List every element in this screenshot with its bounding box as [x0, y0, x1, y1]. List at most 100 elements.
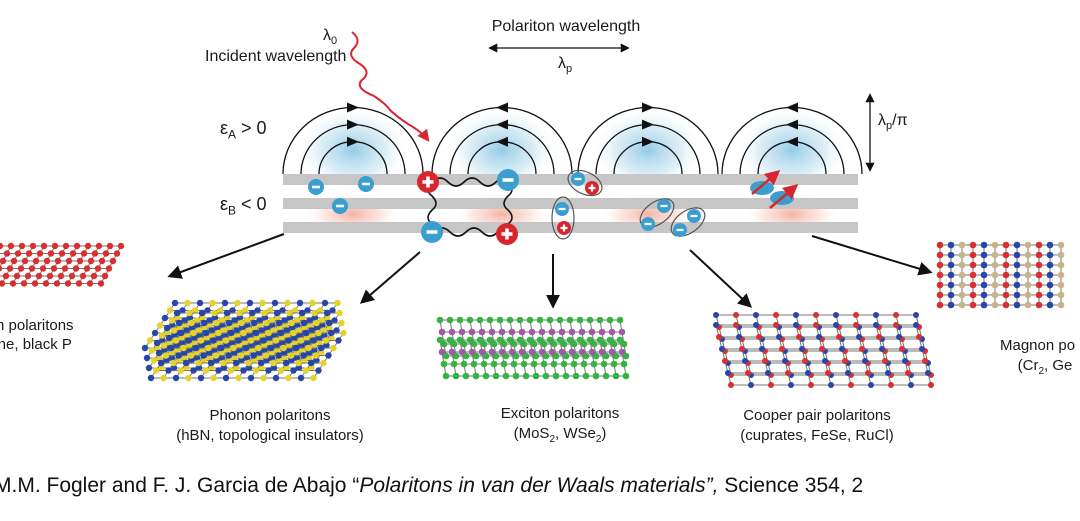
atom	[896, 334, 902, 340]
atom	[1024, 241, 1032, 249]
atom	[936, 291, 944, 299]
atom	[448, 348, 456, 356]
atom	[773, 322, 779, 328]
atom	[600, 340, 608, 348]
atom	[286, 309, 293, 317]
atom	[228, 339, 236, 347]
atom	[885, 370, 891, 376]
atom	[145, 364, 153, 372]
atom	[991, 241, 999, 249]
atom	[991, 291, 999, 299]
atom	[252, 367, 260, 374]
atom	[313, 357, 320, 364]
atom	[186, 314, 194, 322]
atom	[296, 299, 304, 307]
magnon-lattice	[936, 241, 1065, 309]
atom	[488, 348, 496, 356]
atom	[227, 367, 235, 374]
plus-charge	[417, 171, 439, 193]
atom	[220, 327, 228, 334]
atom	[213, 357, 220, 364]
polariton-wavelength-label: Polariton wavelength	[491, 18, 641, 35]
atom	[113, 250, 121, 257]
atom	[338, 319, 345, 327]
atom	[292, 344, 300, 352]
atom	[486, 316, 494, 324]
atom	[488, 328, 496, 336]
atom	[756, 334, 762, 340]
atom	[315, 334, 323, 342]
atom	[166, 307, 174, 314]
atom	[287, 352, 295, 359]
mos2-lattice	[436, 316, 630, 380]
exciton-caption: Exciton polaritons (MoS2, WSe2)	[500, 405, 620, 445]
atom	[540, 340, 548, 348]
atom	[215, 334, 223, 342]
atom	[808, 382, 814, 388]
atom	[460, 360, 468, 368]
atom	[232, 359, 240, 367]
atom	[302, 367, 310, 374]
atom	[320, 359, 327, 367]
atom	[1035, 291, 1043, 299]
atom	[922, 358, 928, 364]
atom	[307, 359, 315, 367]
atom	[546, 316, 554, 324]
atom	[991, 281, 999, 289]
atom	[888, 382, 894, 388]
atom	[969, 291, 977, 299]
atom	[1046, 281, 1054, 289]
lambda-p-label: λp	[558, 55, 573, 76]
atom	[221, 299, 229, 307]
citation-journal: Science 354, 2	[718, 474, 864, 497]
atom	[167, 344, 175, 352]
magnon-caption: Magnon po (Cr2, Ge	[1000, 337, 1076, 377]
atom	[202, 329, 210, 337]
citation: M.M. Fogler and F. J. Garcia de Abajo “P…	[0, 474, 863, 498]
atom	[165, 334, 173, 342]
atom	[1057, 281, 1065, 289]
atom	[779, 346, 785, 352]
atom	[1035, 241, 1043, 249]
atom	[254, 307, 261, 314]
atom	[24, 272, 32, 280]
atom	[231, 322, 239, 329]
atom	[68, 272, 76, 280]
atom	[179, 307, 186, 314]
atom	[876, 334, 882, 340]
atom	[291, 307, 299, 314]
atom	[198, 342, 205, 349]
atom	[436, 316, 444, 324]
atom	[267, 344, 275, 352]
atom	[102, 250, 110, 257]
atom	[570, 340, 578, 348]
atom	[742, 358, 748, 364]
atom	[268, 317, 276, 324]
atom	[325, 352, 332, 359]
atom	[304, 307, 311, 314]
atom	[208, 327, 215, 334]
atom	[1002, 281, 1010, 289]
atom	[311, 347, 318, 354]
atom	[253, 334, 260, 342]
atom	[250, 319, 258, 327]
atom	[608, 348, 616, 356]
atom	[733, 322, 739, 328]
atom	[1057, 291, 1065, 299]
atom	[57, 272, 65, 280]
atom	[234, 299, 241, 307]
atom	[1035, 301, 1043, 309]
atom	[241, 339, 248, 347]
atom	[476, 316, 484, 324]
atom	[508, 348, 516, 356]
atom	[765, 370, 771, 376]
atom	[188, 324, 196, 332]
atom	[512, 372, 520, 380]
atom	[156, 354, 163, 362]
atom	[212, 352, 220, 359]
atom	[83, 265, 91, 272]
atom	[468, 348, 476, 356]
atom	[262, 352, 270, 359]
atom	[442, 352, 450, 360]
atom	[482, 372, 490, 380]
